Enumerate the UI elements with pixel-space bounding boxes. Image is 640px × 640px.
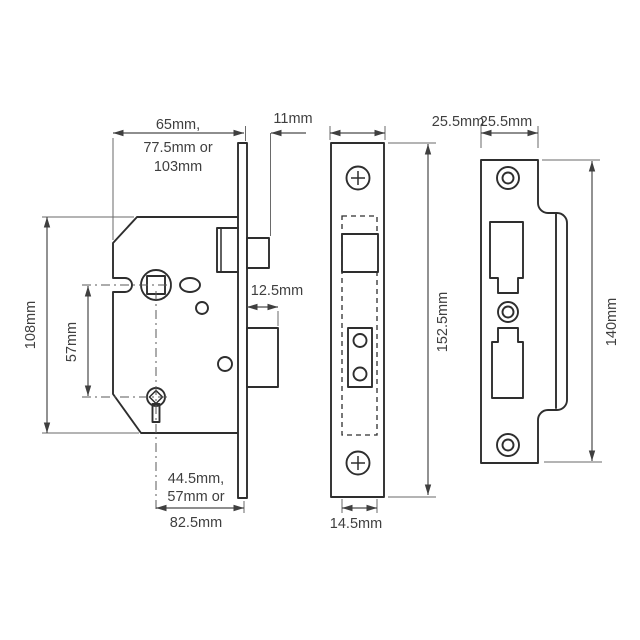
dim-case-width: 14.5mm (330, 499, 382, 532)
strike-screw-hole-bottom-icon (496, 433, 520, 457)
strike-plate-front-view: 25.5mm 140mm (480, 114, 620, 464)
dim-faceplate-height-label: 152.5mm (435, 292, 451, 352)
strike-screw-hole-top-icon (496, 166, 520, 190)
dim-deadbolt-projection-label: 12.5mm (251, 283, 303, 299)
dim-case-height-label: 108mm (23, 301, 39, 349)
faceplate-latch-bolt (341, 233, 379, 273)
screw-bottom-icon (345, 450, 371, 476)
dim-case-depth-label-3: 103mm (154, 159, 202, 175)
screw-top-icon (345, 165, 371, 191)
lock-case-outline (112, 216, 239, 434)
dim-spindle-to-keyhole-label: 57mm (64, 322, 80, 362)
faceplate-outline (330, 142, 385, 498)
oval-hole (179, 277, 201, 293)
strike-deadbolt-cutout (491, 327, 524, 399)
dim-case-depth-label-1: 65mm, (156, 117, 200, 133)
deadbolt-tip (246, 327, 279, 388)
dim-strike-width: 25.5mm (480, 114, 539, 148)
latch-bolt-tip (246, 237, 270, 269)
faceplate-deadbolt (347, 327, 373, 388)
latch-bolt-body (216, 227, 239, 273)
dim-strike-height: 140mm (542, 159, 620, 463)
dim-backset-label-2: 57mm or (167, 489, 224, 505)
strike-plate-outline (480, 159, 568, 464)
keyhole-stem (151, 403, 161, 423)
dim-spindle-to-keyhole: 57mm (64, 286, 92, 396)
dim-deadbolt-projection: 12.5mm (247, 283, 303, 326)
dim-latch-projection: 11mm (270, 111, 313, 236)
dim-backset-label-3: 82.5mm (170, 515, 222, 531)
dim-strike-width-label: 25.5mm (480, 114, 532, 130)
case-hidden-outline (341, 215, 378, 436)
strike-screw-hole-middle-icon (497, 301, 519, 323)
dim-faceplate-height: 152.5mm (388, 142, 451, 498)
dim-backset: 44.5mm, 57mm or 82.5mm (156, 471, 245, 531)
strike-latch-cutout (489, 221, 524, 294)
dim-latch-projection-label: 11mm (273, 111, 312, 127)
dim-backset-label-1: 44.5mm, (168, 471, 224, 487)
faceplate-front-view: 25.5mm 152.5mm 14.5mm (329, 114, 484, 532)
dim-case-width-label: 14.5mm (330, 516, 382, 532)
dim-case-height: 108mm (23, 216, 139, 434)
dim-faceplate-width: 25.5mm (329, 114, 484, 140)
dim-case-depth: 65mm, 77.5mm or 103mm (112, 117, 246, 240)
dim-faceplate-width-label: 25.5mm (432, 114, 484, 130)
deadbolt-pin-upper (352, 333, 368, 348)
lock-case-side-view: 65mm, 77.5mm or 103mm 11mm 108mm 57mm 12… (23, 111, 313, 531)
small-hole-lower (217, 356, 233, 372)
dim-strike-height-label: 140mm (604, 298, 620, 346)
small-hole-upper (195, 301, 209, 315)
faceplate-edge (237, 142, 248, 499)
dim-case-depth-label-2: 77.5mm or (143, 140, 212, 156)
deadbolt-pin-lower (352, 366, 368, 382)
